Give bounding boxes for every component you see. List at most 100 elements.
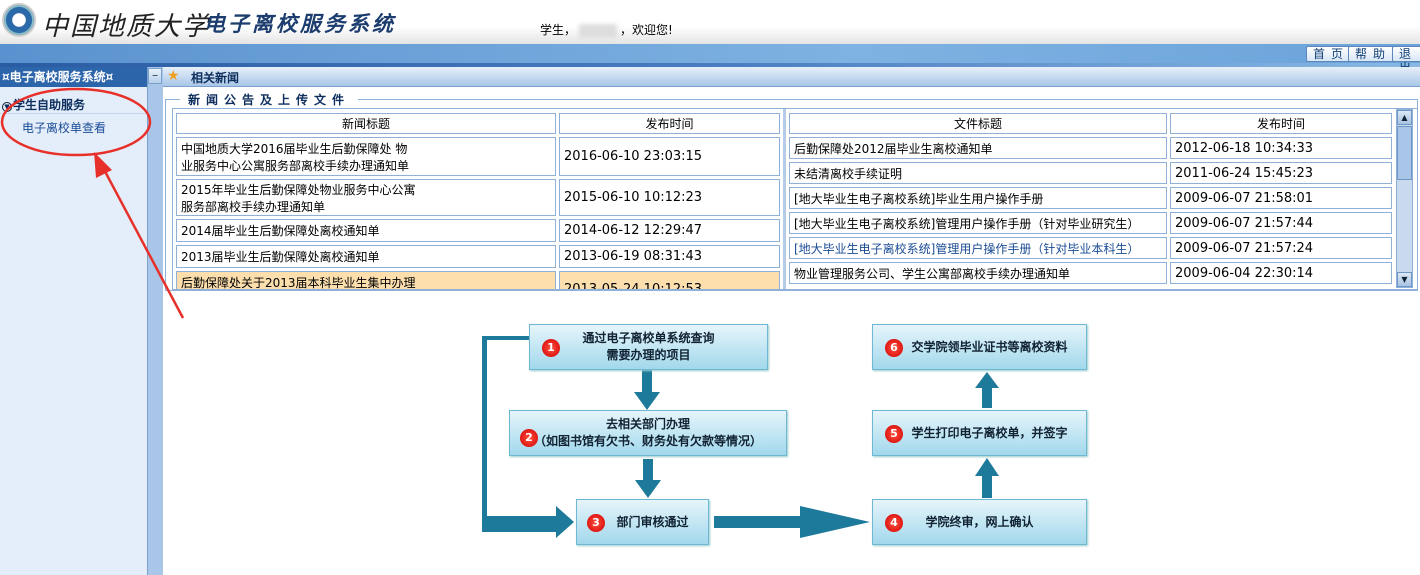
scroll-down-button[interactable]: ▼ xyxy=(1397,272,1412,287)
table-row[interactable]: 2013届毕业生后勤保障处离校通知单 2013-06-19 08:31:43 xyxy=(176,245,780,268)
news-link[interactable]: 2014届毕业生后勤保障处离校通知单 xyxy=(181,224,380,238)
file-date: 2011-06-24 15:45:23 xyxy=(1170,162,1392,184)
news-panel: 新闻标题 发布时间 中国地质大学2016届毕业生后勤保障处 物业服务中心公寓服务… xyxy=(172,108,1418,290)
file-date: 2009-06-04 22:30:14 xyxy=(1170,262,1392,284)
step-number-badge: 1 xyxy=(542,339,560,357)
table-header-row: 文件标题 发布时间 xyxy=(789,113,1392,134)
scroll-up-button[interactable]: ▲ xyxy=(1397,110,1412,125)
file-link[interactable]: [地大毕业生电子离校系统]毕业生用户操作手册 xyxy=(794,191,1044,206)
arrow-1-to-3-head xyxy=(556,506,574,538)
column-header: 新闻标题 xyxy=(176,113,556,134)
arrow-2-to-3 xyxy=(635,459,661,498)
section-header: ★ 相关新闻 xyxy=(163,67,1420,87)
news-link[interactable]: 后勤保障处关于2013届本科毕业生集中办理 xyxy=(181,276,416,290)
step-text: 去相关部门办理 （如图书馆有欠书、财务处有欠款等情况） xyxy=(534,416,762,450)
welcome-text: 学生， ，欢迎您! xyxy=(540,21,673,38)
step-line-1: 去相关部门办理 xyxy=(605,417,690,431)
step-line-1: 通过电子离校单系统查询 xyxy=(582,331,715,345)
welcome-prefix: 学生， xyxy=(540,23,577,37)
news-link[interactable]: 业服务中心公寓服务部离校手续办理通知单 xyxy=(181,158,410,173)
news-date: 2016-06-10 23:03:15 xyxy=(559,137,780,176)
table-row[interactable]: 2015年毕业生后勤保障处物业服务中心公寓服务部离校手续办理通知单 2015-0… xyxy=(176,179,780,216)
file-title[interactable]: [地大毕业生电子离校系统]毕业生用户操作手册 xyxy=(789,187,1167,209)
nav-band-line xyxy=(0,63,1420,67)
table-row-highlighted[interactable]: 后勤保障处关于2013届本科毕业生集中办理 2013-05-24 10:12:5… xyxy=(176,271,780,290)
news-link[interactable]: 2015年毕业生后勤保障处物业服务中心公寓 xyxy=(181,182,416,197)
news-date: 2013-05-24 10:12:53 xyxy=(559,271,780,289)
news-link[interactable]: 2013届毕业生后勤保障处离校通知单 xyxy=(181,250,380,264)
nav-band xyxy=(0,44,1420,63)
file-link-hovered[interactable]: [地大毕业生电子离校系统]管理用户操作手册（针对毕业本科生） xyxy=(794,241,1140,256)
system-title: 电子离校服务系统 xyxy=(204,12,396,36)
step-line-1: 学院终审，网上确认 xyxy=(925,514,1034,529)
table-row[interactable]: 物业管理服务公司、学生公寓部离校手续办理通知单 2009-06-04 22:30:… xyxy=(789,262,1392,284)
file-link[interactable]: [地大毕业生电子离校系统]管理用户操作手册（针对毕业研究生） xyxy=(794,216,1140,231)
step-text: 学院终审，网上确认 xyxy=(925,514,1033,531)
step-text: 部门审核通过 xyxy=(596,514,688,531)
panel-divider xyxy=(783,109,786,289)
arrow-1-to-3-tail xyxy=(482,516,558,529)
column-header: 发布时间 xyxy=(1170,113,1392,134)
table-row[interactable]: 未结清离校手续证明 2011-06-24 15:45:23 xyxy=(789,162,1392,184)
redacted-name xyxy=(579,23,618,38)
news-date: 2015-06-10 10:12:23 xyxy=(559,179,780,216)
file-date: 2009-06-07 21:57:24 xyxy=(1170,237,1392,259)
file-link[interactable]: 未结清离校手续证明 xyxy=(794,166,903,181)
flow-step-1: 1 通过电子离校单系统查询需要办理的项目 xyxy=(529,324,768,370)
file-link[interactable]: 物业管理服务公司、学生公寓部离校手续办理通知单 xyxy=(794,266,1071,281)
file-title[interactable]: [地大毕业生电子离校系统]管理用户操作手册（针对毕业研究生） xyxy=(789,212,1167,234)
file-title[interactable]: 后勤保障处2012届毕业生离校通知单 xyxy=(789,137,1167,159)
news-date: 2014-06-12 12:29:47 xyxy=(559,219,780,242)
file-link[interactable]: 后勤保障处2012届毕业生离校通知单 xyxy=(794,141,993,156)
news-link[interactable]: 中国地质大学2016届毕业生后勤保障处 物 xyxy=(181,141,408,156)
news-title[interactable]: 中国地质大学2016届毕业生后勤保障处 物业服务中心公寓服务部离校手续办理通知单 xyxy=(176,137,556,176)
table-row[interactable]: 中国地质大学2016届毕业生后勤保障处 物业服务中心公寓服务部离校手续办理通知单… xyxy=(176,137,780,176)
table-row[interactable]: 后勤保障处2012届毕业生离校通知单 2012-06-18 10:34:33 xyxy=(789,137,1392,159)
news-icon: ★ xyxy=(167,68,180,84)
step-line-2: 需要办理的项目 xyxy=(606,348,691,362)
files-scrollbar[interactable]: ▲ ▼ xyxy=(1396,109,1413,288)
flow-step-2: 2 去相关部门办理 （如图书馆有欠书、财务处有欠款等情况） xyxy=(509,410,787,456)
arrow-5-to-6 xyxy=(975,372,999,408)
step-number-badge: 5 xyxy=(885,425,903,443)
collapse-sidebar-button[interactable]: – xyxy=(148,68,162,84)
table-row[interactable]: [地大毕业生电子离校系统]管理用户操作手册（针对毕业本科生） 2009-06-07… xyxy=(789,237,1392,259)
news-table: 新闻标题 发布时间 中国地质大学2016届毕业生后勤保障处 物业服务中心公寓服务… xyxy=(173,110,783,290)
file-title[interactable]: 未结清离校手续证明 xyxy=(789,162,1167,184)
flow-step-5: 5 学生打印电子离校单，并签字 xyxy=(872,410,1087,456)
step-number-badge: 4 xyxy=(885,514,903,532)
school-name: 中国地质大学 xyxy=(42,12,211,42)
file-title[interactable]: 物业管理服务公司、学生公寓部离校手续办理通知单 xyxy=(789,262,1167,284)
step-line-1: 部门审核通过 xyxy=(616,514,689,529)
section-title: 相关新闻 xyxy=(191,71,240,85)
table-row[interactable]: [地大毕业生电子离校系统]管理用户操作手册（针对毕业研究生） 2009-06-07… xyxy=(789,212,1392,234)
step-number-badge: 6 xyxy=(885,339,903,357)
flow-step-4: 4 学院终审，网上确认 xyxy=(872,499,1087,545)
file-title[interactable]: [地大毕业生电子离校系统]管理用户操作手册（针对毕业本科生） xyxy=(789,237,1167,259)
step-line-1: 学生打印电子离校单，并签字 xyxy=(911,425,1068,440)
welcome-suffix: ，欢迎您! xyxy=(620,23,673,37)
home-button[interactable]: 首页 xyxy=(1306,46,1357,62)
university-logo xyxy=(2,3,36,37)
files-table: 文件标题 发布时间 后勤保障处2012届毕业生离校通知单 2012-06-18 1… xyxy=(786,110,1395,287)
table-row[interactable]: 2014届毕业生后勤保障处离校通知单 2014-06-12 12:29:47 xyxy=(176,219,780,242)
news-title[interactable]: 后勤保障处关于2013届本科毕业生集中办理 xyxy=(176,271,556,290)
file-date: 2012-06-18 10:34:33 xyxy=(1170,137,1392,159)
news-title[interactable]: 2015年毕业生后勤保障处物业服务中心公寓服务部离校手续办理通知单 xyxy=(176,179,556,216)
file-date: 2009-06-07 21:57:44 xyxy=(1170,212,1392,234)
table-header-row: 新闻标题 发布时间 xyxy=(176,113,780,134)
step-number-badge: 3 xyxy=(587,514,605,532)
arrow-1-to-2 xyxy=(634,370,660,410)
news-link[interactable]: 服务部离校手续办理通知单 xyxy=(181,199,326,214)
column-header: 文件标题 xyxy=(789,113,1167,134)
news-date: 2013-06-19 08:31:43 xyxy=(559,245,780,268)
fieldset-legend: 新闻公告及上传文件 xyxy=(180,91,359,108)
step-line-2: （如图书馆有欠书、财务处有欠款等情况） xyxy=(533,434,762,448)
step-number-badge: 2 xyxy=(520,429,538,447)
help-button[interactable]: 帮助 xyxy=(1348,46,1399,62)
logout-button[interactable]: 退出 xyxy=(1392,46,1420,75)
scroll-thumb[interactable] xyxy=(1397,126,1412,180)
